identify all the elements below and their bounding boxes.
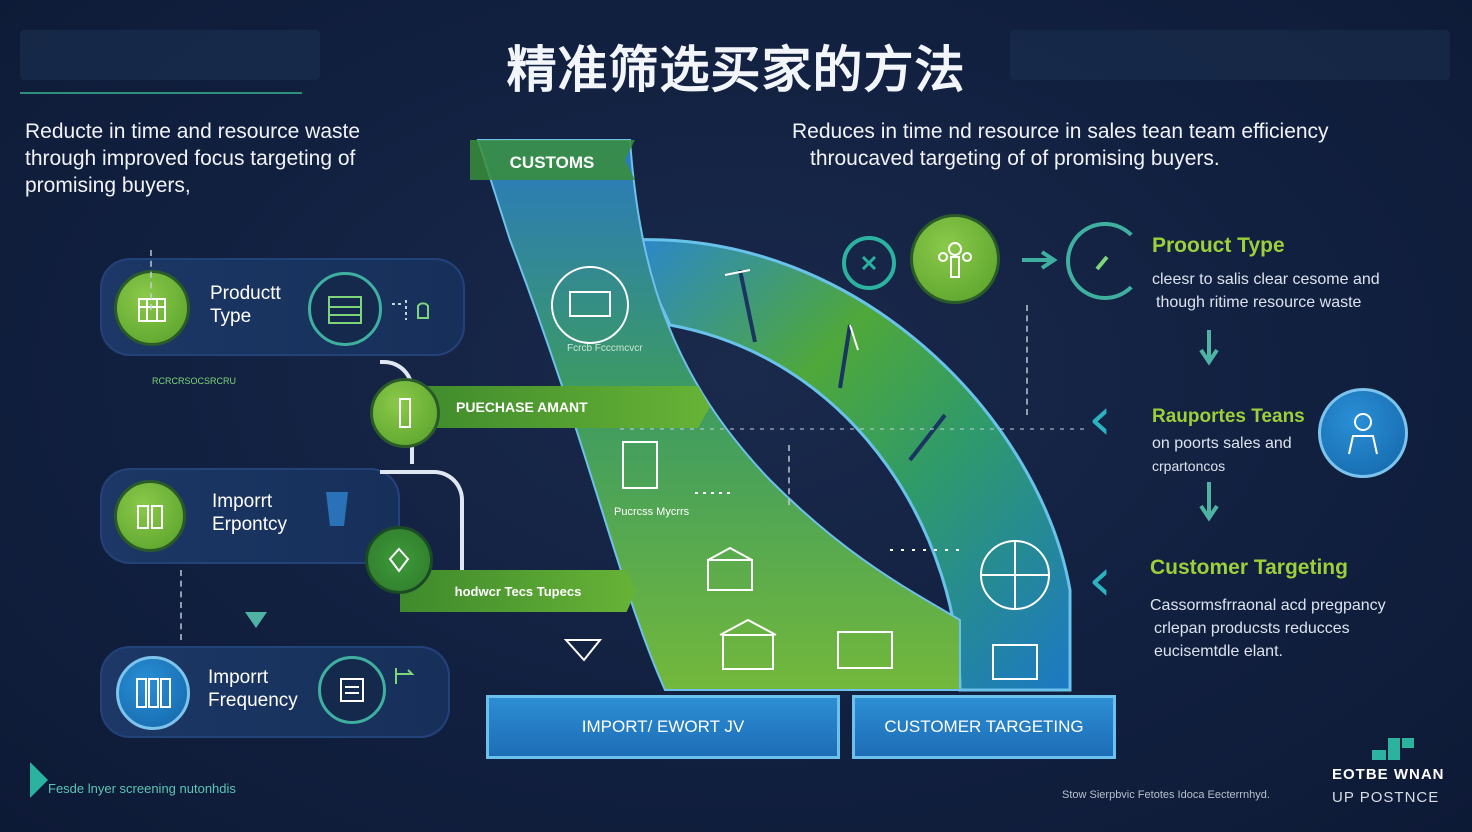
customs-label: CUSTOMS — [509, 153, 595, 172]
step-heading: Customer Targeting — [1150, 556, 1348, 579]
card-label: Productt Type — [210, 282, 281, 328]
people-icon — [910, 214, 1000, 304]
barrels-icon — [116, 656, 190, 730]
footer-tagline: Fesde lnyer screening nutonhdis — [48, 781, 236, 796]
card-import-frequency[interactable]: Imporrt Frequency — [100, 646, 450, 738]
step-heading: Rauportes Teans — [1152, 406, 1305, 427]
header-panel-left — [20, 30, 320, 80]
step-product-type: Proouct Type cleesr to salis clear cesom… — [1152, 234, 1452, 314]
chevron-left-icon: ‹ — [1088, 545, 1112, 615]
brand-subtitle: UP POSTNCE — [1332, 789, 1440, 806]
banner-product[interactable]: hodwcr Tecs Tupecs — [400, 570, 636, 612]
dotted-guide — [788, 445, 790, 505]
card-label-line: Frequency — [208, 690, 298, 711]
arrow-down-icon — [1197, 328, 1221, 373]
step-text: eucisemtdle elant. — [1154, 643, 1283, 660]
page-title: 精准筛选买家的方法 — [506, 41, 966, 99]
step-text: on poorts sales and — [1152, 435, 1292, 452]
funnel-arc-graphic — [470, 139, 1090, 692]
chevron-left-icon: ‹ — [1088, 384, 1112, 454]
boxes-icon — [114, 480, 186, 552]
intro-left: Reducte in time and resource waste throu… — [25, 118, 445, 199]
card-label: Imporrt Frequency — [208, 666, 298, 712]
logo-leaf-icon — [28, 760, 52, 805]
close-icon — [842, 236, 896, 290]
step-text: crpartoncos — [1152, 458, 1226, 474]
step-text: cleesr to salis clear cesome and — [1152, 271, 1380, 288]
ribbon-mid-label: Pucrcss Mycrrs — [614, 506, 690, 518]
connector-icon — [390, 296, 430, 320]
crates-icon — [308, 272, 382, 346]
card-label-line: Productt — [210, 283, 281, 304]
intro-right-line: Reduces in time nd resource in sales tea… — [792, 120, 1329, 143]
base-customer-targeting[interactable]: CUSTOMER TARGETING — [852, 695, 1116, 759]
banner-purchase[interactable]: PUECHASE AMANT — [410, 386, 710, 428]
flag-icon — [392, 666, 416, 691]
card-label-line: Imporrt — [212, 491, 273, 512]
document-icon — [318, 656, 386, 724]
step-reports-teams: Rauportes Teans on poorts sales and crpa… — [1152, 406, 1322, 478]
footer-credit: Stow Sierpbvic Fetotes Idoca Eecterrnhyd… — [1062, 789, 1270, 801]
product-icon — [114, 270, 190, 346]
arrow-right-icon — [1020, 250, 1060, 275]
brand-name: EOTBE WNAN — [1332, 766, 1445, 783]
ribbon-small-label: Fcrcb Fcccmcvcr — [567, 343, 643, 354]
intro-left-line: promising buyers, — [25, 174, 191, 197]
card-label-line: Erpontcy — [212, 514, 287, 535]
person-icon — [1318, 388, 1408, 478]
arrow-down-icon — [1197, 480, 1221, 529]
step-text: crlepan producsts reducces — [1154, 620, 1350, 637]
header-panel-right — [1010, 30, 1450, 80]
left-small-caption: RCRCRSOCSRCRU — [152, 376, 237, 386]
dotted-guide — [150, 250, 152, 310]
step-text: Cassormsfrraonal acd pregpancy — [1150, 597, 1386, 614]
dotted-guide — [180, 570, 182, 640]
card-label-line: Type — [210, 306, 252, 327]
step-heading: Proouct Type — [1152, 234, 1285, 257]
tag-icon — [365, 526, 433, 594]
base-import-export[interactable]: IMPORT/ EWORT JV — [486, 695, 840, 759]
bottle-icon — [370, 378, 440, 448]
dotted-guide — [1026, 305, 1028, 415]
connector-line — [380, 470, 464, 594]
step-customer-targeting: Customer Targeting Cassormsfrraonal acd … — [1150, 556, 1460, 663]
step-text: though ritime resource waste — [1156, 294, 1362, 311]
container-icon — [322, 486, 352, 537]
intro-right-line: throucaved targeting of of promising buy… — [810, 147, 1220, 170]
card-label-line: Imporrt — [208, 667, 269, 688]
card-import-erpontcy[interactable]: Imporrt Erpontcy — [100, 468, 400, 564]
title-underline — [20, 92, 302, 94]
intro-left-line: through improved focus targeting of — [25, 147, 356, 170]
intro-left-line: Reducte in time and resource waste — [25, 120, 361, 143]
card-product-type[interactable]: Productt Type — [100, 258, 465, 356]
card-label: Imporrt Erpontcy — [212, 490, 287, 536]
brand-logo-icon — [1370, 736, 1418, 767]
arrow-down-icon — [245, 612, 267, 628]
intro-right: Reduces in time nd resource in sales tea… — [792, 118, 1412, 172]
pen-icon — [1066, 222, 1144, 300]
